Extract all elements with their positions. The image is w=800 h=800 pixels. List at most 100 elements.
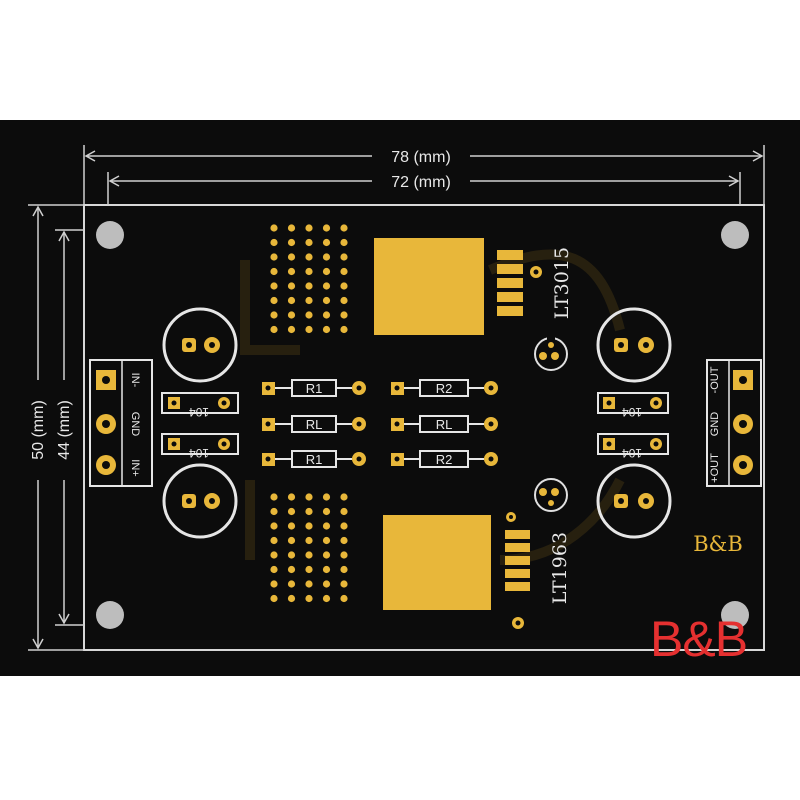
via <box>305 522 313 530</box>
via <box>322 253 331 261</box>
board-logo: B&B <box>693 532 743 556</box>
chip-label-top: LT3015 <box>551 247 573 319</box>
resistor-left-1: R1 <box>262 379 366 397</box>
chip-lt1963: LT1963 <box>383 512 571 629</box>
via <box>322 580 331 588</box>
resistor-label: RL <box>306 417 323 432</box>
via <box>340 594 348 603</box>
via <box>340 580 348 588</box>
via <box>305 536 313 545</box>
via <box>340 238 348 247</box>
chip-lt3015: LT3015 <box>374 238 573 335</box>
via <box>322 522 331 530</box>
via <box>287 253 296 261</box>
via <box>340 565 348 574</box>
resistor-label: R1 <box>306 381 323 396</box>
via <box>287 522 296 530</box>
via <box>340 311 348 319</box>
chip-pin <box>497 306 523 316</box>
via <box>287 493 296 501</box>
via <box>287 551 296 559</box>
dimension-50mm-label: 50 (mm) <box>30 400 47 460</box>
via <box>270 536 278 545</box>
resistor-right-2: RL <box>391 415 498 433</box>
capacitor-bottom-left <box>162 463 238 539</box>
via <box>340 296 348 305</box>
via <box>270 325 278 334</box>
ceramic-cap-label: 104 <box>622 446 642 460</box>
board-outline <box>83 204 765 651</box>
capacitor-top-right <box>596 307 672 383</box>
via <box>322 536 331 545</box>
via <box>305 565 313 574</box>
chip-pin <box>497 250 523 260</box>
ceramic-cap-left-2: 104 <box>161 433 239 460</box>
input-label-neg: IN- <box>129 373 141 388</box>
capacitor-top-left <box>162 307 238 383</box>
via <box>287 594 296 603</box>
via <box>340 507 348 516</box>
dimension-72mm-label: 72 (mm) <box>391 174 451 191</box>
chip-pin <box>505 530 530 539</box>
chip-pad <box>374 238 484 335</box>
ceramic-cap-right-1: 104 <box>597 392 669 419</box>
via <box>305 594 313 603</box>
via <box>305 580 313 588</box>
via <box>305 267 313 276</box>
via <box>305 296 313 305</box>
via <box>287 224 296 232</box>
via <box>270 580 278 588</box>
via <box>305 311 313 319</box>
via <box>305 253 313 261</box>
ceramic-cap-left-1: 104 <box>161 392 239 419</box>
via <box>270 565 278 574</box>
via <box>305 493 313 501</box>
via <box>340 267 348 276</box>
via <box>340 493 348 501</box>
chip-pin <box>497 292 523 302</box>
ceramic-cap-label: 104 <box>189 405 209 419</box>
chip-pin <box>505 569 530 578</box>
chip-pin <box>505 543 530 552</box>
watermark-logo: B&B <box>650 611 748 667</box>
output-terminal-block: -OUT GND +OUT <box>706 359 762 487</box>
via <box>270 224 278 232</box>
via <box>270 253 278 261</box>
via <box>270 551 278 559</box>
resistor-left-3: R1 <box>262 450 366 468</box>
via <box>270 267 278 276</box>
chip-pad <box>383 515 491 610</box>
input-label-pos: IN+ <box>129 459 141 476</box>
input-terminal-block: IN- GND IN+ <box>89 359 153 487</box>
dimension-44mm-label: 44 (mm) <box>56 400 73 460</box>
via <box>305 224 313 232</box>
via <box>305 507 313 516</box>
ceramic-cap-right-2: 104 <box>597 433 669 460</box>
via <box>287 325 296 334</box>
via <box>270 493 278 501</box>
mounting-hole <box>721 221 749 249</box>
resistor-label: R1 <box>306 452 323 467</box>
via <box>305 282 313 290</box>
via <box>322 238 331 247</box>
output-label-pos: +OUT <box>709 453 721 483</box>
resistor-left-2: RL <box>262 415 366 433</box>
chip-label-bottom: LT1963 <box>549 532 571 604</box>
dimension-lines <box>28 145 765 651</box>
via <box>287 565 296 574</box>
via <box>270 296 278 305</box>
via <box>305 325 313 334</box>
via <box>322 565 331 574</box>
via <box>287 507 296 516</box>
via <box>340 551 348 559</box>
resistor-label: R2 <box>436 381 453 396</box>
via <box>322 507 331 516</box>
dimension-78mm-label: 78 (mm) <box>391 149 451 166</box>
via <box>322 551 331 559</box>
output-label-gnd: GND <box>709 412 721 437</box>
capacitor-bottom-right <box>596 463 672 539</box>
via <box>322 282 331 290</box>
via <box>322 224 331 232</box>
via <box>340 253 348 261</box>
